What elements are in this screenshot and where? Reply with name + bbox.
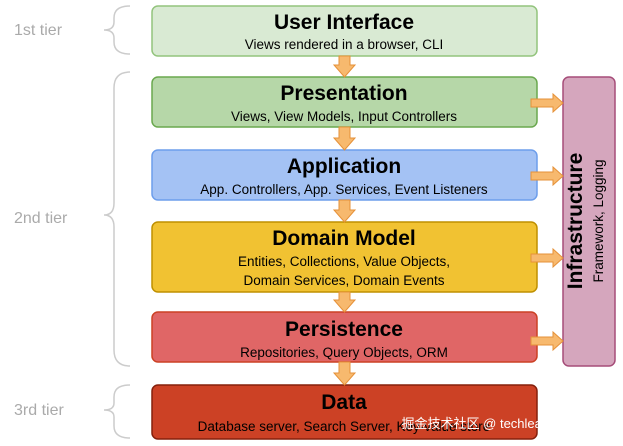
layer-presentation: Presentation Views, View Models, Input C… bbox=[151, 76, 538, 128]
down-arrow-icon bbox=[332, 361, 357, 386]
layer-title: User Interface bbox=[274, 11, 414, 34]
right-arrow-icon bbox=[530, 330, 564, 352]
tier-label-1: 1st tier bbox=[14, 22, 63, 39]
layer-description: Views rendered in a browser, CLI bbox=[245, 37, 444, 52]
tier-label-2: 2nd tier bbox=[14, 210, 68, 227]
layer-description-line-2: Domain Services, Domain Events bbox=[243, 273, 444, 288]
right-arrow-icon bbox=[530, 247, 564, 269]
tier-3-brace bbox=[103, 384, 131, 439]
layer-application: Application App. Controllers, App. Servi… bbox=[151, 149, 538, 201]
layer-infrastructure: Infrastructure Framework, Logging bbox=[562, 76, 616, 367]
infrastructure-title: Infrastructure bbox=[564, 153, 587, 290]
tier-label-3: 3rd tier bbox=[14, 402, 64, 419]
right-arrow-icon bbox=[530, 165, 564, 187]
layer-title: Domain Model bbox=[272, 227, 416, 250]
layer-description: Database server, Search Server, Key-valu… bbox=[198, 419, 491, 434]
layer-persistence: Persistence Repositories, Query Objects,… bbox=[151, 311, 538, 363]
down-arrow-icon bbox=[332, 55, 357, 78]
tier-1-brace bbox=[103, 5, 131, 55]
layer-domain-model: Domain Model Entities, Collections, Valu… bbox=[151, 221, 538, 293]
infrastructure-box bbox=[562, 76, 616, 367]
infrastructure-subtitle: Framework, Logging bbox=[591, 159, 606, 282]
right-arrow-icon bbox=[530, 92, 564, 114]
down-arrow-icon bbox=[332, 291, 357, 313]
layer-title: Persistence bbox=[285, 318, 403, 341]
watermark: 掘金技术社区 @ techlead_krischang bbox=[402, 416, 612, 431]
layer-title: Application bbox=[287, 155, 401, 178]
down-arrow-icon bbox=[332, 199, 357, 223]
layer-description: Repositories, Query Objects, ORM bbox=[240, 345, 448, 360]
tier-2-brace bbox=[103, 71, 131, 367]
layer-description: App. Controllers, App. Services, Event L… bbox=[200, 182, 488, 197]
layer-description: Views, View Models, Input Controllers bbox=[231, 109, 457, 124]
down-arrow-icon bbox=[332, 126, 357, 151]
layer-description-line-1: Entities, Collections, Value Objects, bbox=[238, 254, 450, 269]
layer-user-interface: User Interface Views rendered in a brows… bbox=[151, 5, 538, 57]
layer-title: Presentation bbox=[280, 82, 407, 105]
layer-title: Data bbox=[321, 391, 367, 414]
